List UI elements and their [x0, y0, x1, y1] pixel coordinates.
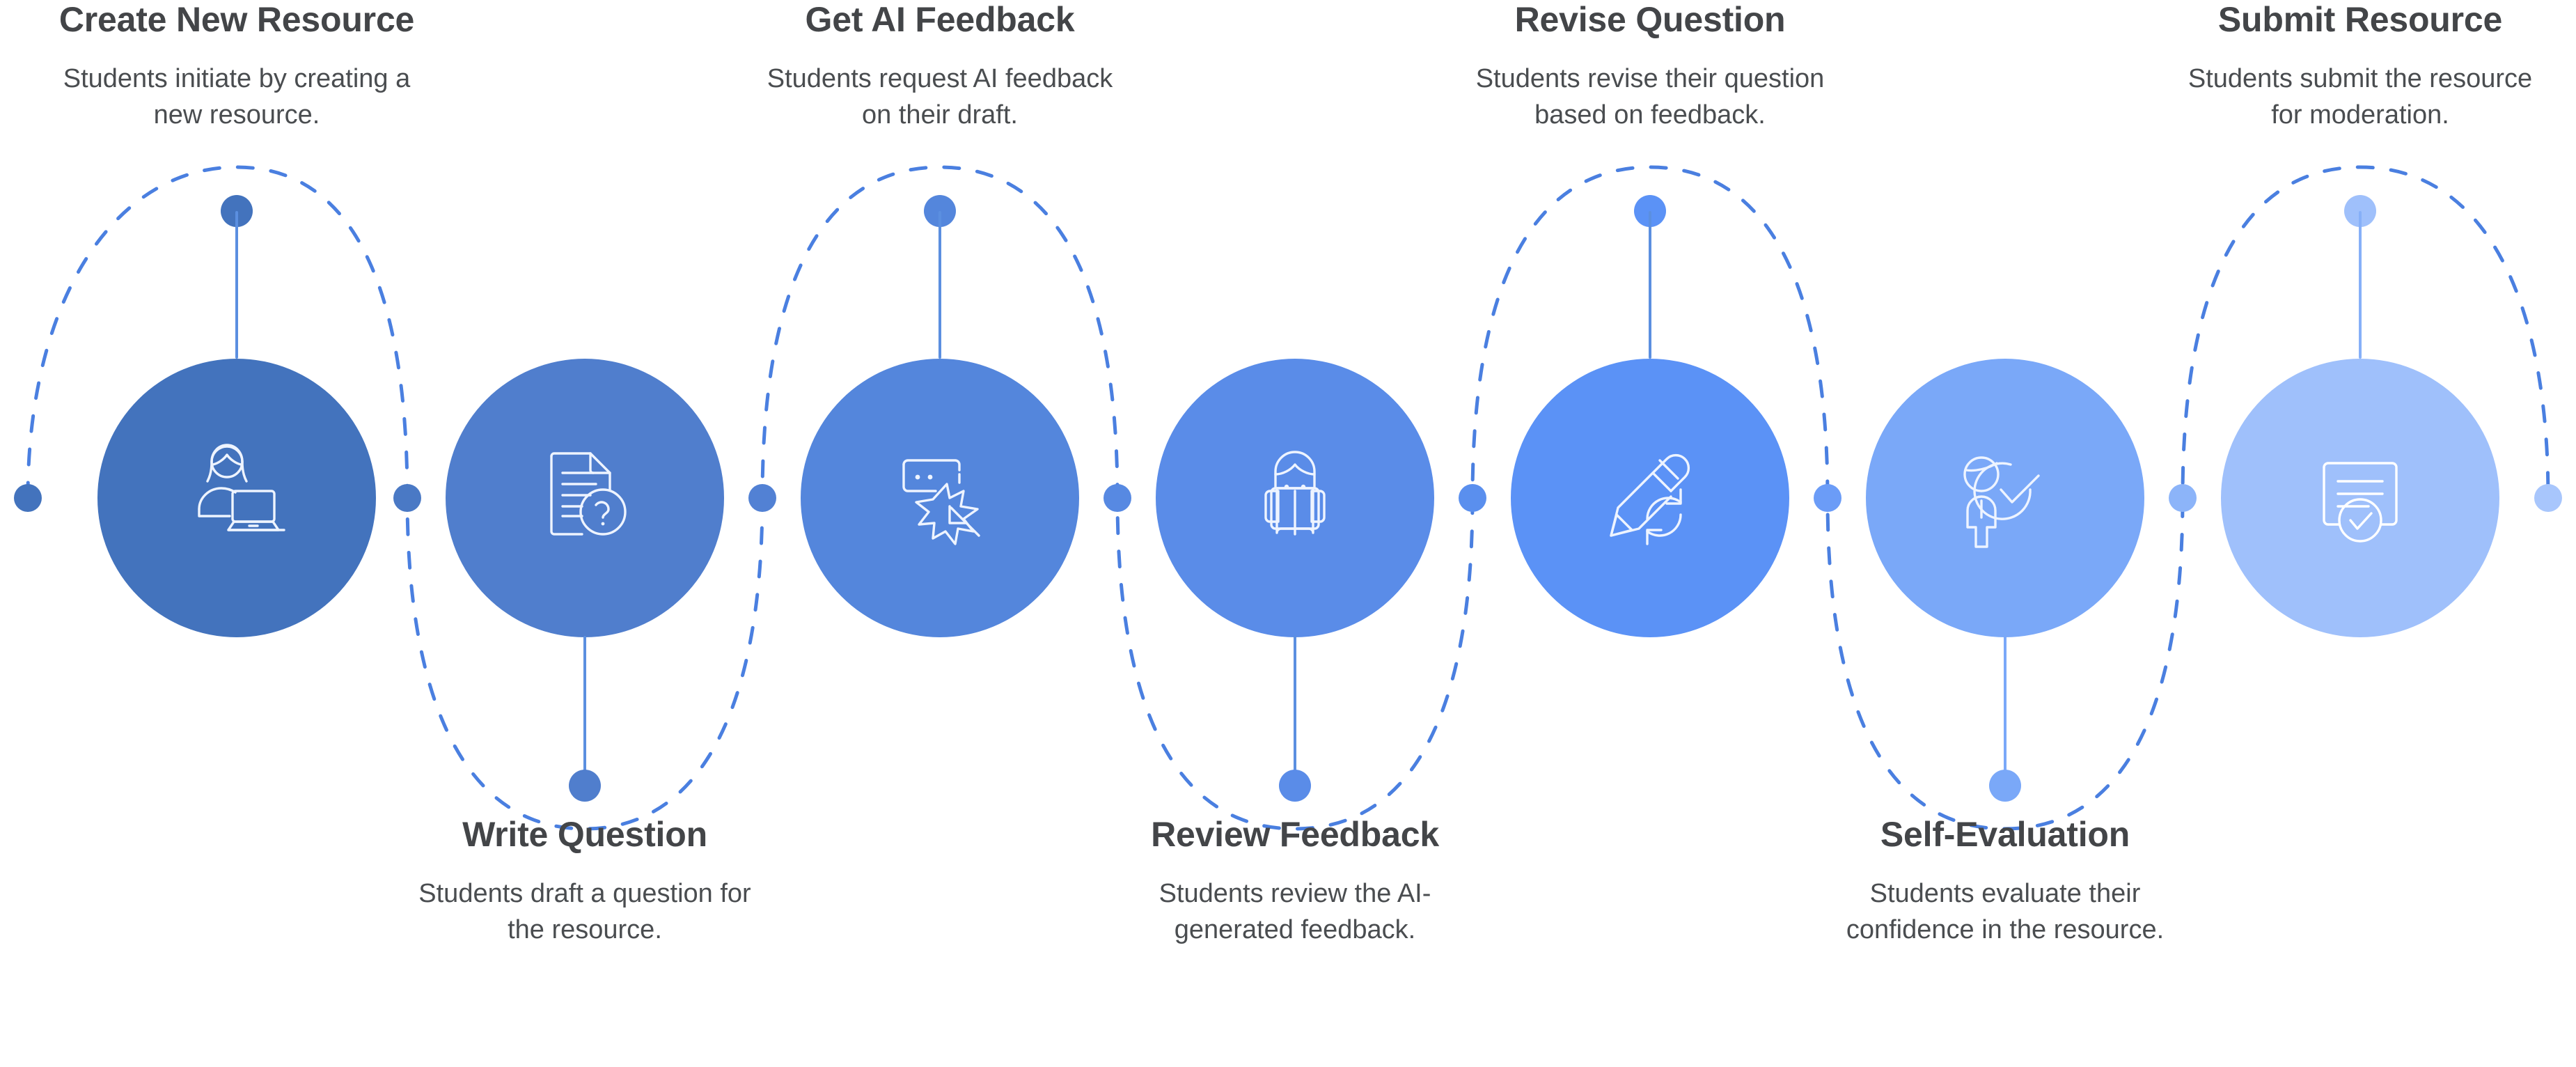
- step-desc-4-line1: Students review the AI-: [1159, 879, 1431, 908]
- step-stem-dot-6: [1989, 770, 2021, 802]
- step-circle-7[interactable]: [2221, 359, 2499, 637]
- person-check-icon: [1935, 428, 2075, 568]
- step-circle-2[interactable]: [446, 359, 724, 637]
- step-title-4: Review Feedback: [1151, 815, 1439, 854]
- step-desc-5-line2: based on feedback.: [1534, 100, 1766, 130]
- step-desc-3-line2: on their draft.: [862, 100, 1018, 130]
- step-stem-line-5: [1649, 211, 1651, 359]
- junction-dot-4-5: [1459, 484, 1486, 512]
- step-desc-6-line2: confidence in the resource.: [1846, 914, 2165, 944]
- step-stem-line-2: [583, 636, 586, 784]
- step-stem-line-6: [2004, 636, 2006, 784]
- step-stem-line-1: [235, 211, 238, 359]
- step-title-5: Revise Question: [1514, 0, 1786, 39]
- document-approved-icon: [2291, 428, 2430, 568]
- step-stem-dot-2: [569, 770, 601, 802]
- step-stem-line-3: [938, 211, 941, 359]
- pencil-refresh-icon: [1580, 428, 1720, 568]
- step-caption-5: Revise Question Students revise their qu…: [1406, 0, 1894, 133]
- step-circle-1[interactable]: [97, 359, 376, 637]
- step-title-7: Submit Resource: [2217, 0, 2503, 39]
- junction-dot-6-7: [2169, 484, 2197, 512]
- chat-sparkle-cursor-icon: [870, 428, 1010, 568]
- junction-dot-start: [14, 484, 42, 512]
- step-desc-6-line1: Students evaluate their: [1869, 879, 2141, 908]
- step-desc-5-line1: Students revise their question: [1475, 64, 1825, 93]
- step-circle-4[interactable]: [1156, 359, 1434, 637]
- step-circle-6[interactable]: [1866, 359, 2144, 637]
- step-stem-line-7: [2359, 211, 2362, 359]
- step-circle-5[interactable]: [1511, 359, 1789, 637]
- document-question-icon: [515, 428, 654, 568]
- step-caption-6: Self-Evaluation Students evaluate their …: [1761, 815, 2249, 948]
- step-circle-3[interactable]: [801, 359, 1079, 637]
- step-desc-4: Students review the AI- generated feedba…: [1051, 876, 1539, 948]
- step-stem-dot-4: [1279, 770, 1311, 802]
- step-desc-4-line2: generated feedback.: [1174, 914, 1416, 944]
- step-caption-3: Get AI Feedback Students request AI feed…: [696, 0, 1184, 133]
- step-caption-2: Write Question Students draft a question…: [341, 815, 828, 948]
- step-desc-1-line1: Students initiate by creating a: [63, 64, 411, 93]
- person-with-laptop-icon: [167, 428, 306, 568]
- step-desc-6: Students evaluate their confidence in th…: [1761, 876, 2249, 948]
- junction-dot-end: [2534, 484, 2562, 512]
- step-desc-7-line2: for moderation.: [2271, 100, 2449, 130]
- step-caption-7: Submit Resource Students submit the reso…: [2116, 0, 2576, 133]
- step-desc-3-line1: Students request AI feedback: [767, 64, 1113, 93]
- step-desc-1-line2: new resource.: [153, 100, 320, 130]
- step-desc-7: Students submit the resource for moderat…: [2116, 61, 2576, 133]
- step-desc-1: Students initiate by creating a new reso…: [0, 61, 480, 133]
- step-stem-line-4: [1294, 636, 1296, 784]
- junction-dot-1-2: [393, 484, 421, 512]
- step-desc-3: Students request AI feedback on their dr…: [696, 61, 1184, 133]
- step-desc-2-line1: Students draft a question for: [418, 879, 751, 908]
- junction-dot-2-3: [748, 484, 776, 512]
- step-desc-5: Students revise their question based on …: [1406, 61, 1894, 133]
- step-title-2: Write Question: [462, 815, 707, 854]
- step-desc-7-line1: Students submit the resource: [2188, 64, 2533, 93]
- step-desc-2-line2: the resource.: [508, 914, 662, 944]
- step-title-6: Self-Evaluation: [1880, 815, 2130, 854]
- step-title-1: Create New Resource: [58, 0, 415, 39]
- junction-dot-5-6: [1814, 484, 1841, 512]
- person-reading-book-icon: [1225, 428, 1365, 568]
- step-caption-4: Review Feedback Students review the AI- …: [1051, 815, 1539, 948]
- step-title-3: Get AI Feedback: [805, 0, 1075, 39]
- step-caption-1: Create New Resource Students initiate by…: [0, 0, 480, 133]
- junction-dot-3-4: [1104, 484, 1131, 512]
- step-desc-2: Students draft a question for the resour…: [341, 876, 828, 948]
